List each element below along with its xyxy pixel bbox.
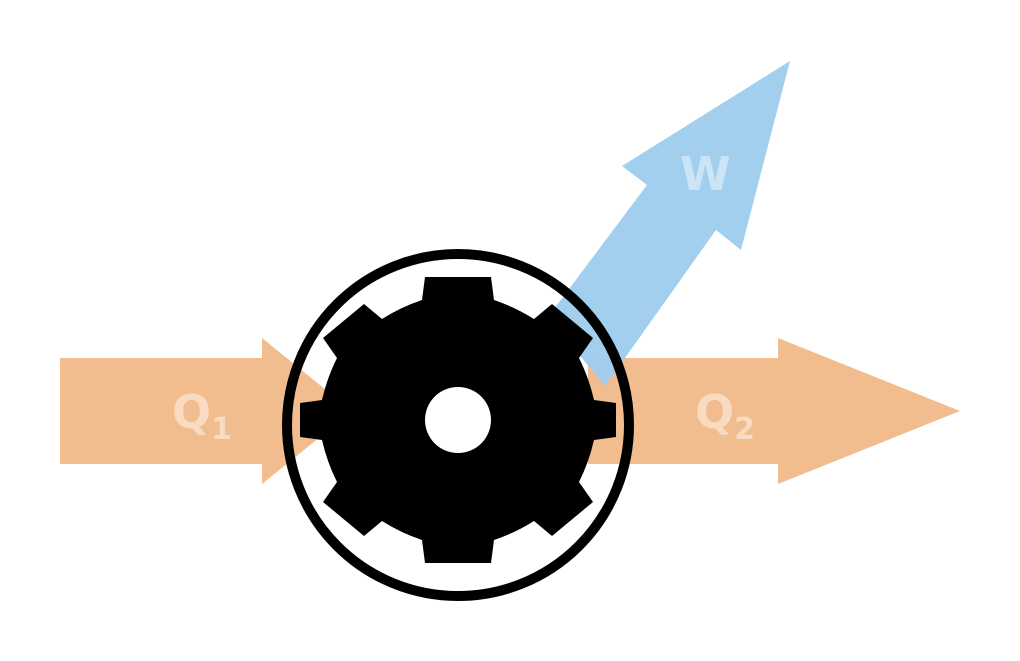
heat-out-symbol: Q [695, 385, 734, 439]
heat-in-subscript: 1 [211, 412, 232, 447]
engine-outer-ring [282, 249, 634, 601]
heat-out-subscript: 2 [734, 412, 755, 447]
heat-in-arrow [60, 338, 352, 484]
heat-out-label: Q2 [695, 385, 755, 447]
heat-out-arrow [588, 338, 960, 484]
heat-in-symbol: Q [172, 385, 211, 439]
heat-in-label: Q1 [172, 385, 232, 447]
work-label: W [680, 147, 731, 201]
work-arrow [548, 61, 790, 386]
gear-icon [300, 277, 616, 563]
